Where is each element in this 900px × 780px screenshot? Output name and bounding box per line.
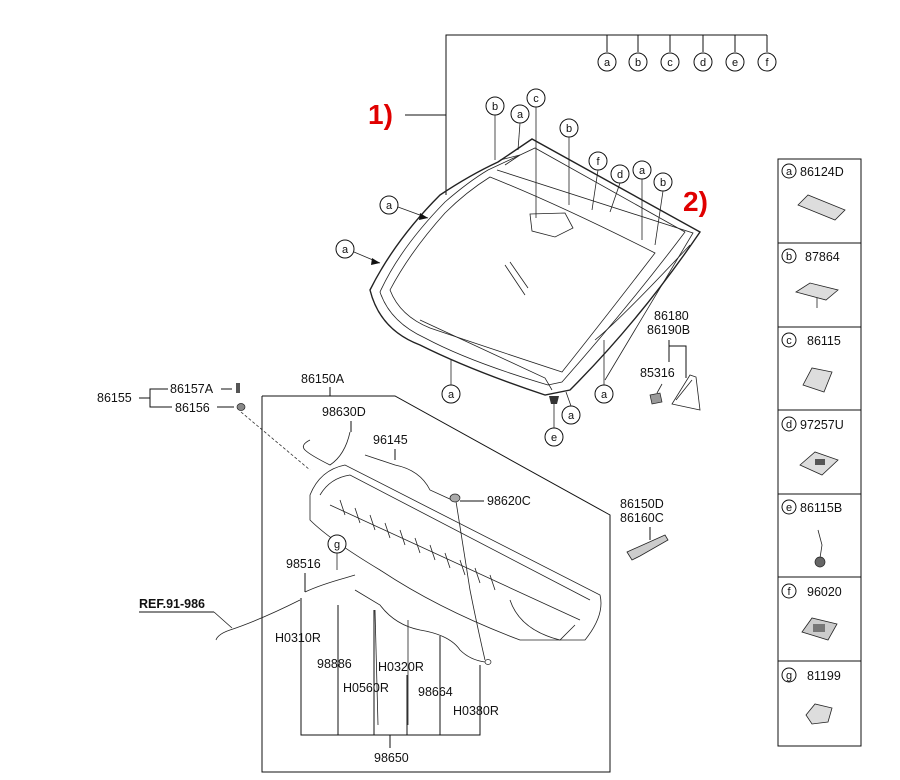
svg-text:a: a [568, 410, 575, 422]
legend-row-b: b 87864 [781, 248, 840, 308]
svg-text:a: a [601, 389, 608, 401]
part-86155: 86155 [97, 391, 132, 405]
svg-text:e: e [551, 432, 557, 444]
svg-text:c: c [786, 335, 792, 347]
windshield-group-bracket [405, 34, 768, 195]
bracket-86150D: 86150D 86160C [620, 497, 669, 561]
part-98630D: 98630D [322, 405, 366, 419]
part-98620C: 98620C [487, 494, 531, 508]
part-98650: 98650 [374, 751, 409, 765]
windshield-callouts: a a b a c b f d a b a a a e [335, 88, 673, 447]
svg-text:b: b [786, 251, 792, 263]
svg-text:a: a [342, 244, 349, 256]
svg-text:c: c [533, 93, 539, 105]
svg-text:a: a [517, 109, 524, 121]
part-H0320R: H0320R [378, 660, 424, 674]
part-86160C: 86160C [620, 511, 664, 525]
marker-2: 2) [683, 186, 708, 217]
callout-g: g [334, 539, 340, 551]
side-molding-group: 86180 86190B 85316 [640, 309, 701, 411]
part-H0560R: H0560R [343, 681, 389, 695]
clip-group-86155: 86155 86157A 86156 [97, 382, 311, 471]
legend-part-86115B: 86115B [800, 501, 842, 515]
part-85316: 85316 [640, 366, 675, 380]
clip-e-icon [817, 529, 823, 559]
svg-text:b: b [660, 177, 666, 189]
top-letter-d: d [700, 57, 706, 69]
marker-1: 1) [368, 99, 393, 130]
part-H0380R: H0380R [453, 704, 499, 718]
svg-text:a: a [639, 165, 646, 177]
legend-row-d: d 97257U [781, 416, 844, 476]
cowl-panel-box: 86150A 98630D 96145 98620C [261, 372, 611, 773]
svg-text:f: f [596, 156, 600, 168]
legend-row-g: g 81199 [781, 667, 841, 725]
legend-row-a: a 86124D [781, 163, 846, 221]
svg-text:b: b [566, 123, 572, 135]
part-86150D: 86150D [620, 497, 664, 511]
top-letter-e: e [732, 57, 738, 69]
svg-text:a: a [386, 200, 393, 212]
part-86190B: 86190B [647, 323, 690, 337]
legend-part-87864: 87864 [805, 250, 840, 264]
part-98516: 98516 [286, 557, 321, 571]
legend-row-e: e 86115B [781, 499, 842, 568]
part-86180: 86180 [654, 309, 689, 323]
svg-text:b: b [492, 101, 498, 113]
legend-part-86124D: 86124D [800, 165, 844, 179]
part-98664: 98664 [418, 685, 453, 699]
clip-a-icon [797, 194, 846, 221]
clip-c-icon [802, 367, 833, 393]
svg-text:d: d [617, 169, 623, 181]
svg-text:a: a [448, 389, 455, 401]
legend-part-81199: 81199 [807, 669, 841, 683]
top-letter-b: b [635, 57, 641, 69]
legend-part-97257U: 97257U [800, 418, 844, 432]
clip-b-icon [795, 282, 839, 301]
legend-row-f: f 96020 [781, 583, 842, 641]
clip-g-icon [805, 703, 833, 725]
legend-table: a 86124D b 87864 c 86115 d 97257U e 8611… [777, 158, 862, 747]
svg-text:f: f [787, 586, 791, 598]
part-86156: 86156 [175, 401, 210, 415]
top-letter-c: c [667, 57, 673, 69]
hose-labels: H0310R 98886 H0320R H0560R 98664 H0380R … [275, 598, 499, 765]
svg-text:a: a [786, 166, 793, 178]
top-letter-row: a b c d e f [597, 52, 777, 72]
hose-group: g 98516 REF.91-986 [139, 534, 486, 726]
svg-text:e: e [786, 502, 792, 514]
part-98886: 98886 [317, 657, 352, 671]
part-96145: 96145 [373, 433, 408, 447]
legend-row-c: c 86115 [781, 332, 841, 393]
top-letter-a: a [604, 57, 611, 69]
svg-text:d: d [786, 419, 792, 431]
windshield-glass [369, 138, 702, 396]
top-letter-f: f [765, 57, 769, 69]
ref-91-986: REF.91-986 [139, 597, 205, 611]
part-H0310R: H0310R [275, 631, 321, 645]
svg-text:g: g [786, 670, 792, 682]
part-86150A: 86150A [301, 372, 345, 386]
legend-part-96020: 96020 [807, 585, 842, 599]
part-86157A: 86157A [170, 382, 214, 396]
legend-part-86115: 86115 [807, 334, 841, 348]
